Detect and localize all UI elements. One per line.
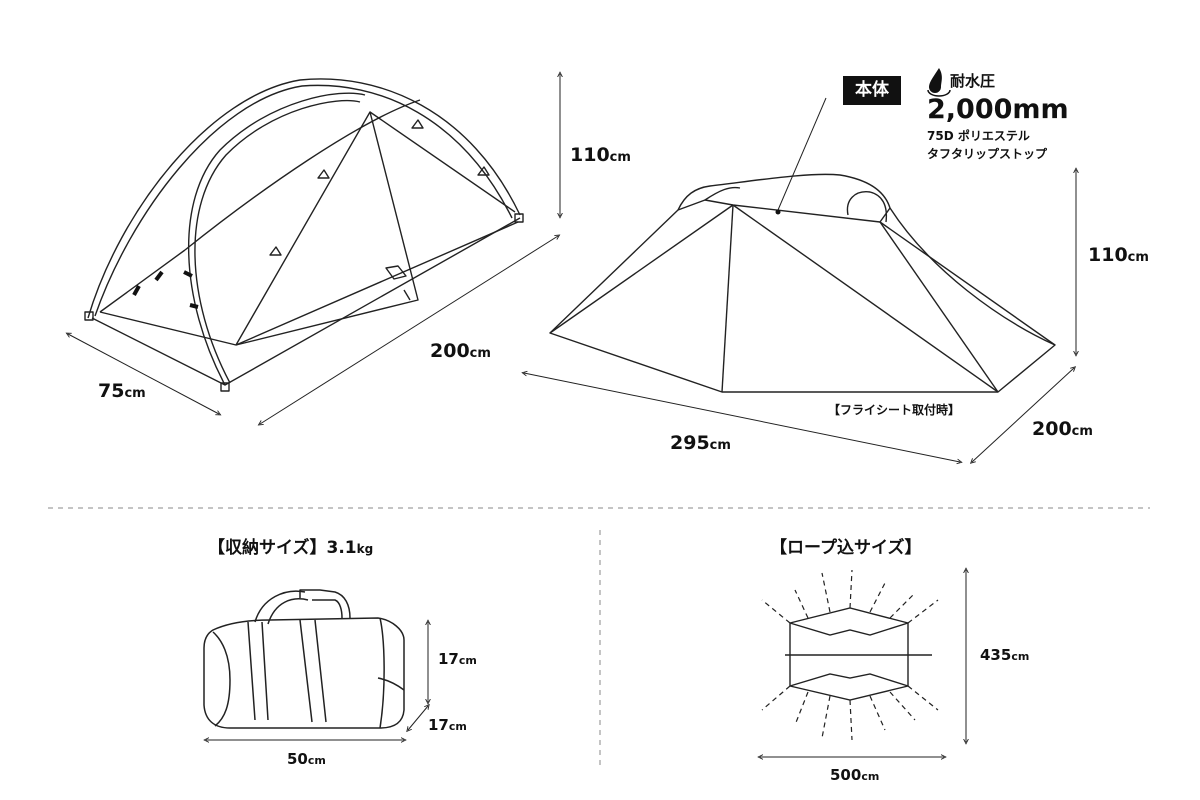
fly-tent-drawing [549, 173, 1056, 393]
water-resistance-label: 耐水圧 [950, 72, 996, 90]
storage-height-label: 17cm [438, 652, 477, 667]
rope-width-unit: cm [861, 770, 880, 783]
storage-title: 【収納サイズ】3.1kg [208, 540, 373, 557]
rope-height-unit: cm [1011, 650, 1030, 663]
rope-width-value: 500 [830, 766, 862, 784]
left-length-unit: cm [469, 346, 491, 361]
storage-height-unit: cm [458, 654, 477, 667]
left-width-arrow [68, 334, 219, 414]
inner-tent-marks [132, 270, 199, 309]
left-height-unit: cm [609, 150, 631, 165]
right-height-value: 110 [1088, 244, 1128, 266]
left-height-label: 110cm [570, 146, 631, 165]
rope-height-label: 435cm [980, 648, 1029, 663]
storage-width-unit: cm [307, 754, 326, 767]
rope-height-value: 435 [980, 646, 1012, 664]
right-depth-arrow [972, 368, 1074, 462]
storage-bag-drawing [203, 589, 405, 729]
material-line-1: 75D ポリエステル [927, 129, 1030, 143]
left-length-arrow [260, 236, 558, 424]
storage-title-text: 【収納サイズ】3.1 [208, 538, 357, 558]
left-height-value: 110 [570, 144, 610, 166]
right-depth-value: 200 [1032, 418, 1072, 440]
left-width-value: 75 [98, 380, 125, 402]
storage-width-label: 50cm [287, 752, 326, 767]
storage-depth-value: 17 [428, 716, 449, 734]
storage-weight-unit: kg [356, 542, 374, 556]
storage-depth-unit: cm [448, 720, 467, 733]
left-length-value: 200 [430, 340, 470, 362]
rope-width-label: 500cm [830, 768, 879, 783]
rope-title: 【ロープ込サイズ】 [770, 538, 922, 558]
right-length-unit: cm [709, 438, 731, 453]
storage-depth-arrow [408, 706, 428, 730]
rope-lines [761, 569, 939, 741]
right-height-unit: cm [1127, 250, 1149, 265]
right-length-value: 295 [670, 432, 710, 454]
material-line-2: タフタリップストップ [927, 147, 1048, 161]
right-depth-label: 200cm [1032, 420, 1093, 439]
left-width-unit: cm [124, 386, 146, 401]
storage-width-value: 50 [287, 750, 308, 768]
right-depth-unit: cm [1071, 424, 1093, 439]
water-resistance-value: 2,000mm [927, 94, 1069, 125]
fly-sheet-note: 【フライシート取付時】 [828, 403, 961, 417]
storage-depth-label: 17cm [428, 718, 467, 733]
right-length-label: 295cm [670, 434, 731, 453]
left-width-label: 75cm [98, 382, 146, 401]
body-badge: 本体 [843, 76, 901, 105]
right-height-label: 110cm [1088, 246, 1149, 265]
storage-height-value: 17 [438, 650, 459, 668]
label-leader-line [777, 97, 827, 211]
right-length-arrow [524, 373, 960, 462]
water-drop-icon [927, 68, 951, 97]
left-length-label: 200cm [430, 342, 491, 361]
